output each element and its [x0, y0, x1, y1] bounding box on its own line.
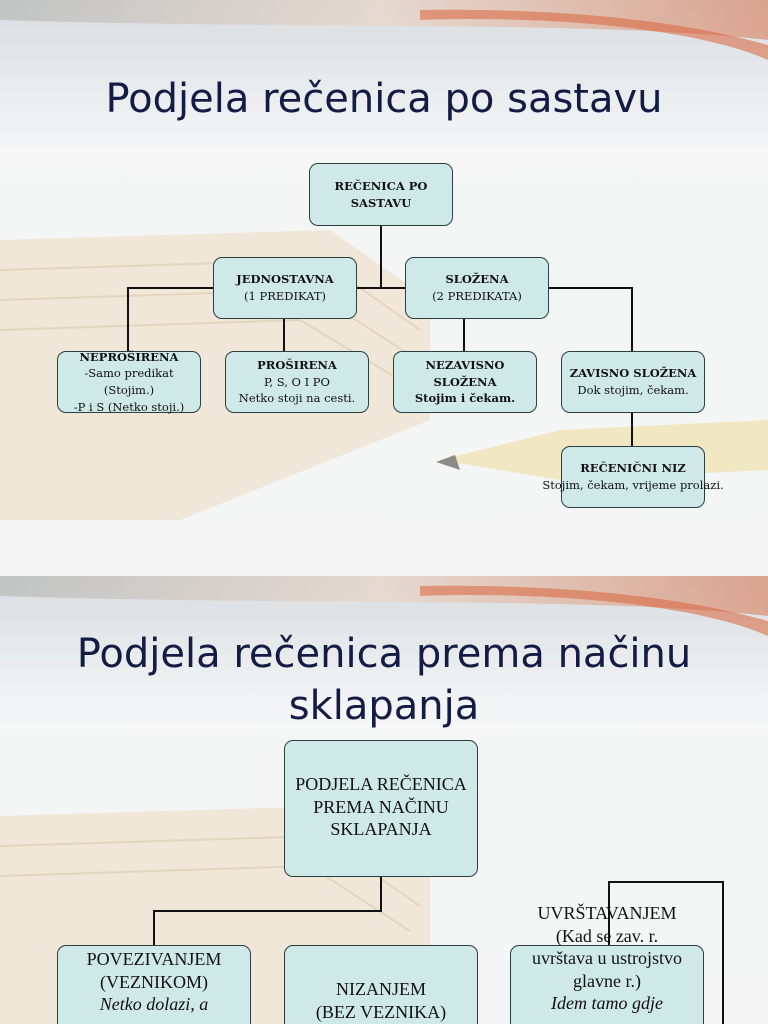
node-zavisno-slozena: ZAVISNO SLOŽENA Dok stojim, čekam. — [561, 351, 705, 413]
connector — [608, 881, 610, 945]
slide-title: Podjela rečenica prema načinu sklapanja — [0, 628, 768, 732]
slide-title-line-2: sklapanja — [288, 683, 480, 729]
node-example: Netko dolazi, a — [99, 994, 209, 1014]
node-root: REČENICA PO SASTAVU — [309, 163, 453, 226]
connector — [380, 226, 382, 288]
connector — [631, 287, 633, 351]
node-text: (BEZ VEZNIKA) — [315, 1001, 447, 1022]
node-text: Stojim i čekam. — [414, 391, 516, 406]
slide-title-line-1: Podjela rečenica prema načinu — [76, 631, 692, 677]
node-title: ZAVISNO SLOŽENA — [569, 366, 697, 381]
node-root-label: REČENICA PO SASTAVU — [334, 178, 428, 210]
node-title: REČENIČNI NIZ — [580, 461, 686, 476]
node-sub: (2 PREDIKATA) — [432, 289, 522, 303]
node-text: UVRŠTAVANJEM — [537, 903, 677, 923]
node-text: -Samo predikat (Stojim.) — [84, 366, 174, 397]
node-text: (VEZNIKOM) — [100, 971, 208, 992]
node-text: (Kad se zav. r. — [555, 925, 659, 946]
node-text: Stojim, čekam, vrijeme prolazi. — [542, 478, 724, 492]
connector — [608, 881, 724, 883]
node-recenicni-niz: REČENIČNI NIZ Stojim, čekam, vrijeme pro… — [542, 446, 724, 508]
connector — [283, 319, 285, 351]
node-sub: (1 PREDIKAT) — [244, 289, 326, 303]
node-text: uvrštava u ustrojstvo — [532, 948, 682, 968]
node-slozena: SLOŽENA (2 PREDIKATA) — [405, 257, 549, 319]
node-text: POVEZIVANJEM — [86, 949, 222, 969]
connector — [631, 413, 633, 446]
node-prosirena: PROŠIRENA P, S, O I PO Netko stoji na ce… — [225, 351, 369, 413]
node-title: JEDNOSTAVNA — [236, 272, 334, 287]
node-root: PODJELA REČENICA PREMA NAČINU SKLAPANJA — [284, 740, 478, 877]
node-text: Netko stoji na cesti. — [238, 391, 356, 406]
node-neprosirena: NEPROŠIRENA -Samo predikat (Stojim.) -P … — [57, 349, 201, 414]
node-title: NEPROŠIRENA — [79, 349, 179, 364]
node-text: glavne r.) — [573, 970, 641, 991]
node-text: P, S, O I PO — [264, 374, 330, 389]
node-text: -P i S (Netko stoji.) — [73, 399, 185, 414]
node-uvrstavanjem-text: UVRŠTAVANJEM (Kad se zav. r. uvrštava u … — [505, 902, 709, 1015]
node-text: NIZANJEM — [336, 979, 426, 999]
connector — [463, 319, 465, 351]
connector — [380, 876, 382, 912]
connector — [127, 287, 129, 351]
node-povezivanjem: POVEZIVANJEM (VEZNIKOM) Netko dolazi, a — [57, 945, 251, 1024]
node-uvrstavanjem-box — [510, 945, 704, 1024]
node-nizanjem: NIZANJEM (BEZ VEZNIKA) — [284, 945, 478, 1024]
node-example: Idem tamo gdje — [551, 993, 663, 1013]
node-text: Dok stojim, čekam. — [577, 383, 689, 397]
node-title: PROŠIRENA — [257, 357, 337, 372]
node-title: SLOŽENA — [445, 272, 509, 287]
node-text: PREMA NAČINU — [313, 796, 449, 817]
node-text: SKLAPANJA — [330, 819, 432, 839]
connector — [153, 910, 382, 912]
connector — [127, 287, 633, 289]
node-jednostavna: JEDNOSTAVNA (1 PREDIKAT) — [213, 257, 357, 319]
slide-1: Podjela rečenica po sastavu REČENICA PO … — [0, 0, 768, 576]
node-title: NEZAVISNO SLOŽENA — [425, 357, 505, 389]
slide-2: Podjela rečenica prema načinu sklapanja … — [0, 576, 768, 1024]
slide-title: Podjela rečenica po sastavu — [105, 76, 663, 122]
node-text: PODJELA REČENICA — [295, 774, 467, 794]
node-nezavisno-slozena: NEZAVISNO SLOŽENA Stojim i čekam. — [393, 351, 537, 413]
connector — [722, 881, 724, 1024]
connector — [153, 910, 155, 946]
